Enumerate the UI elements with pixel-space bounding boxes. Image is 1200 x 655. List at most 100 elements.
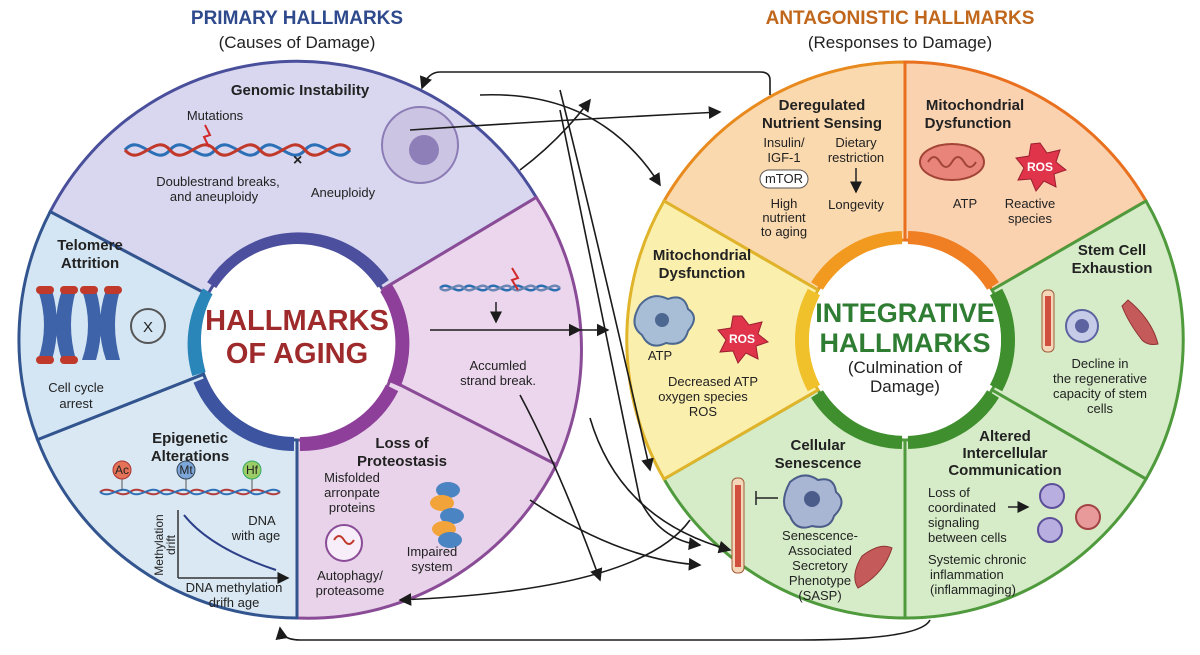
nutrient-label: nutrient	[762, 210, 806, 225]
coordinated-label: coordinated	[928, 500, 996, 515]
inflammation-label: inflammation	[930, 567, 1004, 582]
cell-nucleus-icon	[381, 106, 459, 184]
tag-mt: Mt	[179, 463, 193, 477]
svg-text:X: X	[143, 319, 153, 336]
nutrient-title-line2: Nutrient Sensing	[762, 115, 882, 132]
stem-title-line2: Exhaustion	[1072, 260, 1153, 277]
stem-cell-icon	[1065, 309, 1099, 343]
bone-icon	[1041, 289, 1055, 353]
between-cells-label: between cells	[928, 530, 1007, 545]
loss-of-label: Loss of	[928, 485, 970, 500]
sasp-muscle-icon	[854, 545, 893, 589]
system-label: system	[411, 559, 452, 574]
center-title-line1: HALLMARKS	[205, 305, 389, 337]
connector-arrows	[275, 71, 931, 641]
drift-age-xlabel: drifh age	[209, 595, 260, 610]
epigenetic-title-line1: Epigenetic	[152, 430, 228, 447]
dna-helix-icon: ×	[123, 124, 352, 169]
mitochondrion-icon	[919, 143, 985, 181]
strand-break-label: strand break.	[460, 373, 536, 388]
accumulated-label: Accumled	[469, 358, 526, 373]
restriction-label: restriction	[828, 150, 884, 165]
immune-cells-icon	[1037, 483, 1101, 543]
longevity-label: Longevity	[828, 197, 884, 212]
senescent-cell-icon	[783, 474, 843, 529]
proteostasis-title-line1: Loss of	[375, 435, 429, 452]
antagonistic-hallmarks-subtitle: (Responses to Damage)	[808, 33, 992, 52]
regenerative-label: the regenerative	[1053, 371, 1147, 386]
dna-methylation-xlabel: DNA methylation	[186, 580, 283, 595]
mito-top-title-line1: Mitochondrial	[926, 97, 1024, 114]
intercell-title-line3: Communication	[948, 462, 1061, 479]
sasp-line5: (SASP)	[798, 588, 841, 603]
sasp-line1: Senescence-	[782, 528, 858, 543]
misfolded-label: Misfolded	[324, 470, 380, 485]
methylation-axis-label: Methylation	[152, 514, 166, 575]
nutrient-title-line1: Deregulated	[779, 97, 866, 114]
ros-left-starburst-icon	[717, 315, 770, 364]
capacity-label: capacity of stem	[1053, 386, 1147, 401]
proteostasis-title-line2: Proteostasis	[357, 453, 447, 470]
integrative-title-line1: INTEGRATIVE	[815, 298, 995, 328]
sasp-line3: Secretory	[792, 558, 848, 573]
aneuploidy-label: Aneuploidy	[311, 185, 376, 200]
proteasome-icon	[325, 524, 363, 562]
dietary-label: Dietary	[835, 135, 877, 150]
mito-top-title-line2: Dysfunction	[925, 115, 1012, 132]
intercell-title-line2: Intercellular	[962, 445, 1047, 462]
and-aneuploidy-label: and aneuploidy	[170, 189, 259, 204]
genomic-instability-title: Genomic Instability	[231, 82, 370, 99]
cell-cycle-label: Cell cycle	[48, 380, 104, 395]
mito-left-title-line2: Dysfunction	[659, 265, 746, 282]
oxygen-species-label: oxygen species	[658, 389, 748, 404]
cell-icon	[633, 295, 695, 347]
dna-label: DNA	[248, 513, 276, 528]
senescence-title-line2: Senescence	[775, 455, 862, 472]
igf-label: IGF-1	[767, 150, 800, 165]
mito-left-title-line1: Mitochondrial	[653, 247, 751, 264]
integrative-subtitle-line2: Damage)	[870, 377, 940, 396]
insulin-label: Insulin/	[763, 135, 805, 150]
cells-label: cells	[1087, 401, 1114, 416]
autophagy-label: Autophagy/	[317, 568, 383, 583]
decline-label: Decline in	[1071, 356, 1128, 371]
senescence-title-line1: Cellular	[790, 437, 845, 454]
ros-text-label: ROS	[689, 404, 718, 419]
signaling-label: signaling	[928, 515, 979, 530]
integrative-title-line2: HALLMARKS	[820, 328, 991, 358]
strand-break-dna-icon	[439, 267, 561, 324]
sasp-line2: Associated	[788, 543, 852, 558]
tag-ac: Ac	[115, 463, 129, 477]
senescence-bone-icon	[731, 477, 745, 574]
chromosome-icon	[36, 286, 122, 364]
proteins-label: proteins	[329, 500, 376, 515]
species-label: species	[1008, 211, 1053, 226]
ros-top-label: ROS	[1027, 160, 1053, 174]
protein-aggregate-icon	[430, 482, 464, 548]
atp-top-label: ATP	[953, 196, 977, 211]
decreased-atp-label: Decreased ATP	[668, 374, 758, 389]
mtor-badge	[759, 169, 809, 189]
systemic-label: Systemic chronic	[928, 552, 1027, 567]
atp-left-label: ATP	[648, 348, 672, 363]
ros-left-label: ROS	[729, 332, 755, 346]
mutations-label: Mutations	[187, 108, 244, 123]
center-title-line2: OF AGING	[226, 338, 368, 370]
to-aging-label: to aging	[761, 224, 807, 239]
dna-with-age-label: with age	[231, 528, 280, 543]
arrest-label: arrest	[59, 396, 93, 411]
svg-text:×: ×	[293, 152, 302, 169]
mtor-label: mTOR	[765, 171, 803, 186]
sasp-line4: Phenotype	[789, 573, 851, 588]
reactive-label: Reactive	[1005, 196, 1056, 211]
ros-starburst-icon	[1015, 142, 1068, 192]
proteasome-label: proteasome	[316, 583, 385, 598]
methylation-plot	[177, 510, 290, 584]
primary-hallmarks-title: PRIMARY HALLMARKS	[191, 8, 403, 29]
muscle-icon	[1121, 299, 1159, 345]
telomere-title-line2: Attrition	[61, 255, 119, 272]
high-label: High	[771, 196, 798, 211]
telomere-title-line1: Telomere	[57, 237, 123, 254]
